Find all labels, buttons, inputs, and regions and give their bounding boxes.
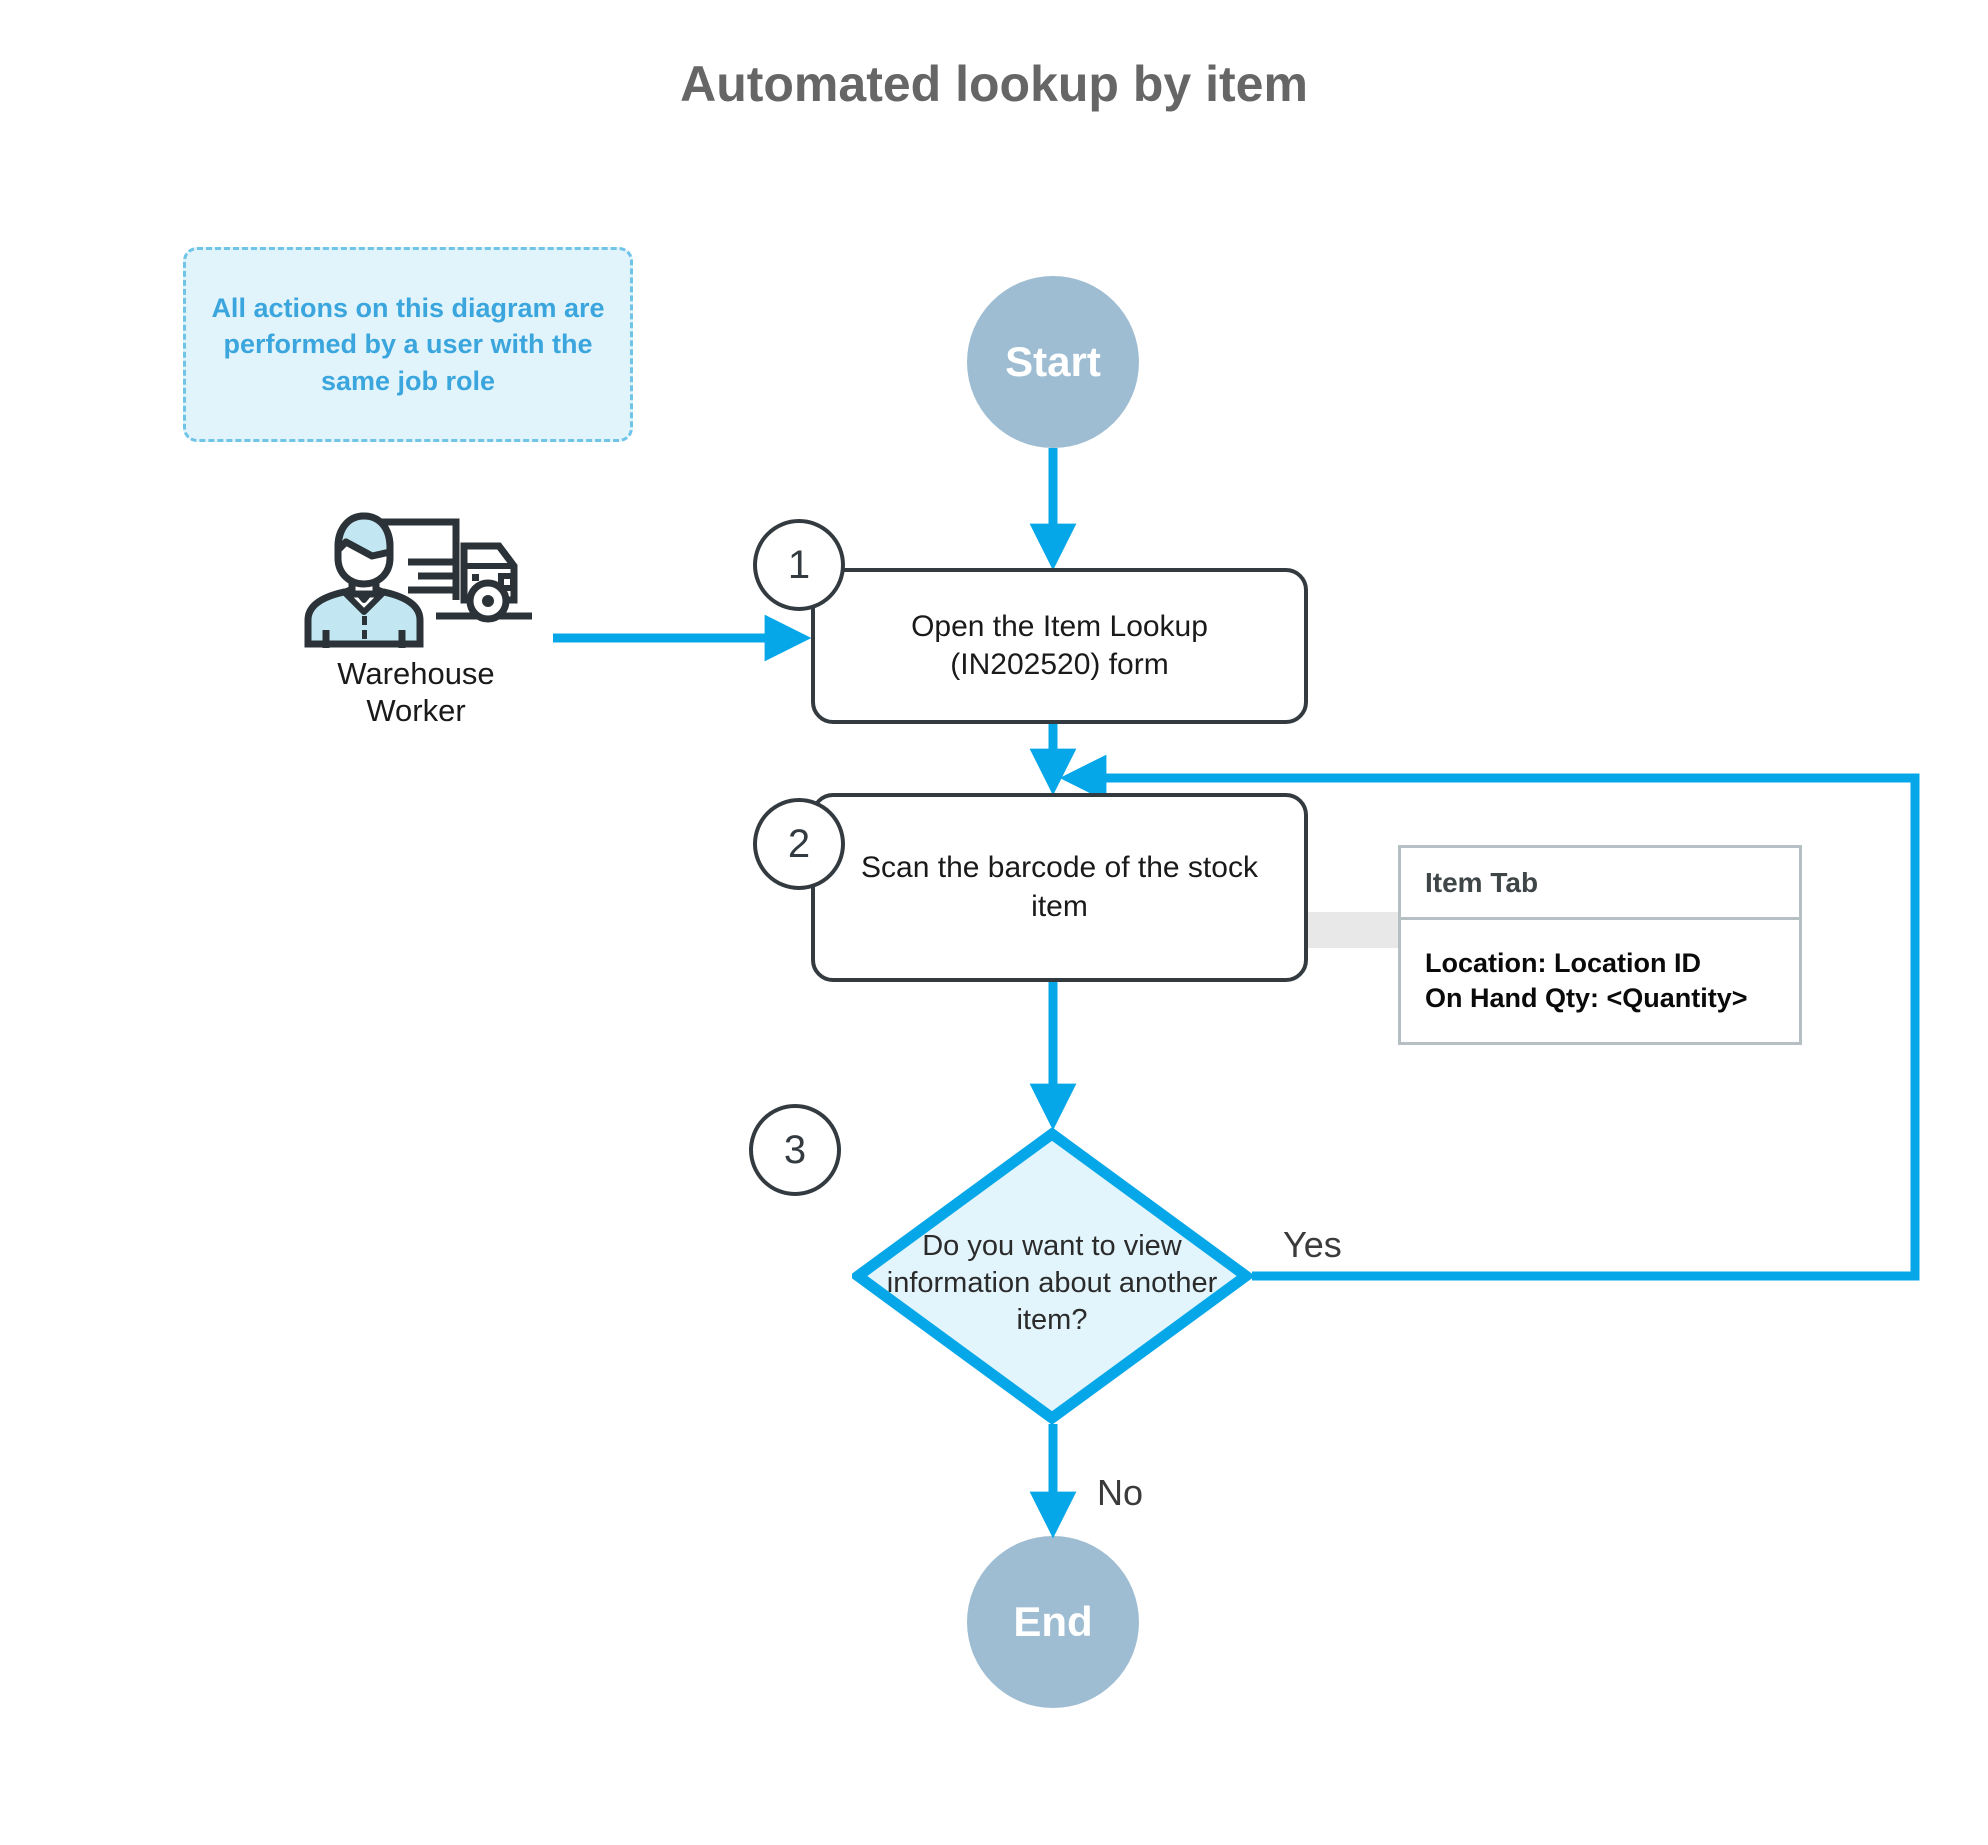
step-number-badge-3: 3 [749,1104,841,1196]
item-tab-location-line: Location: Location ID [1425,948,1701,978]
edge-decision-yes-loop [1059,754,1920,1281]
process-step-2[interactable]: Scan the barcode of the stock item [811,793,1308,982]
actor-label: Warehouse Worker [337,656,495,729]
callout-connector [1308,912,1404,948]
end-node-label: End [1013,1598,1093,1645]
item-tab-qty-line: On Hand Qty: <Quantity> [1425,983,1748,1014]
page-title: Automated lookup by item [680,56,1308,112]
note-callout-text: All actions on this diagram are performe… [211,292,605,396]
process-step-1[interactable]: Open the Item Lookup (IN202520) form [811,568,1308,724]
note-callout: All actions on this diagram are performe… [183,247,633,442]
item-tab-body: Location: Location ID On Hand Qty: <Quan… [1401,920,1799,1016]
process-step-2-label: Scan the barcode of the stock item [861,851,1258,923]
item-tab-callout: Item Tab Location: Location ID On Hand Q… [1398,845,1802,1045]
step-number-badge-1: 1 [753,519,845,611]
step-number-badge-2: 2 [753,798,845,890]
edge-label-yes: Yes [1283,1224,1342,1265]
decision-label: Do you want to view information about an… [886,1230,1218,1337]
start-node-label: Start [1005,338,1101,385]
end-node[interactable]: End [967,1536,1139,1708]
start-node[interactable]: Start [967,276,1139,448]
item-tab-header: Item Tab [1401,848,1799,920]
process-step-1-label: Open the Item Lookup (IN202520) form [911,609,1208,681]
edge-label-no: No [1097,1472,1144,1513]
decision-diamond[interactable] [852,1128,1252,1424]
actor-warehouse-worker: Warehouse Worker [296,508,536,729]
warehouse-worker-truck-icon [304,512,532,648]
